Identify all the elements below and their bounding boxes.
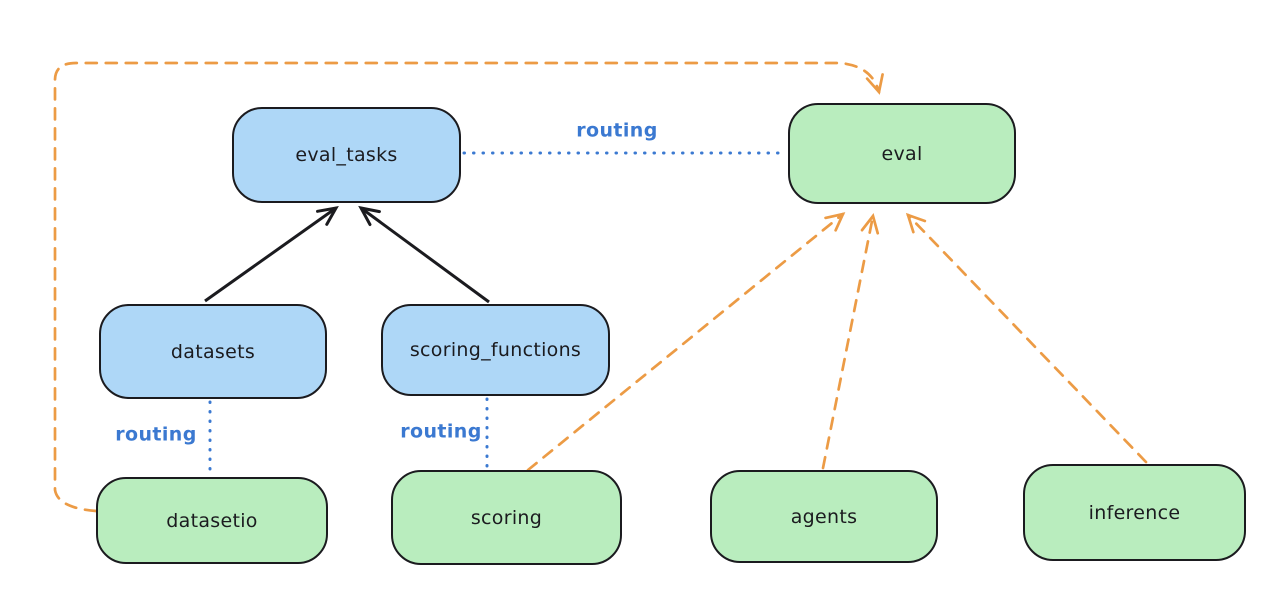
node-inference-label: inference xyxy=(1088,501,1181,524)
node-eval-tasks: eval_tasks xyxy=(232,107,461,203)
edge-scoring-functions-to-eval-tasks xyxy=(358,205,490,304)
edge-agents-to-eval xyxy=(821,213,880,470)
edge-label-routing-eval: routing xyxy=(573,120,661,142)
edge-label-routing-scoring: routing xyxy=(397,421,485,443)
node-agents-label: agents xyxy=(790,505,858,528)
edge-inference-to-eval xyxy=(905,212,1148,464)
edge-datasets-to-eval-tasks xyxy=(204,205,339,303)
node-scoring: scoring xyxy=(391,470,622,565)
node-agents: agents xyxy=(710,470,938,563)
node-scoring-functions-label: scoring_functions xyxy=(409,339,582,361)
node-eval-tasks-label: eval_tasks xyxy=(295,144,398,166)
node-datasetio: datasetio xyxy=(96,477,328,564)
node-inference: inference xyxy=(1023,464,1246,561)
node-scoring-functions: scoring_functions xyxy=(381,304,610,396)
node-datasets-label: datasets xyxy=(170,340,256,363)
node-eval-label: eval xyxy=(881,142,923,165)
edge-scoring-to-eval xyxy=(526,212,846,472)
edge-datasetio-to-eval xyxy=(53,61,884,513)
node-datasetio-label: datasetio xyxy=(166,509,258,532)
node-scoring-label: scoring xyxy=(470,506,543,529)
node-eval: eval xyxy=(788,103,1016,204)
node-datasets: datasets xyxy=(99,304,327,399)
edge-label-routing-datasetio: routing xyxy=(112,424,200,446)
